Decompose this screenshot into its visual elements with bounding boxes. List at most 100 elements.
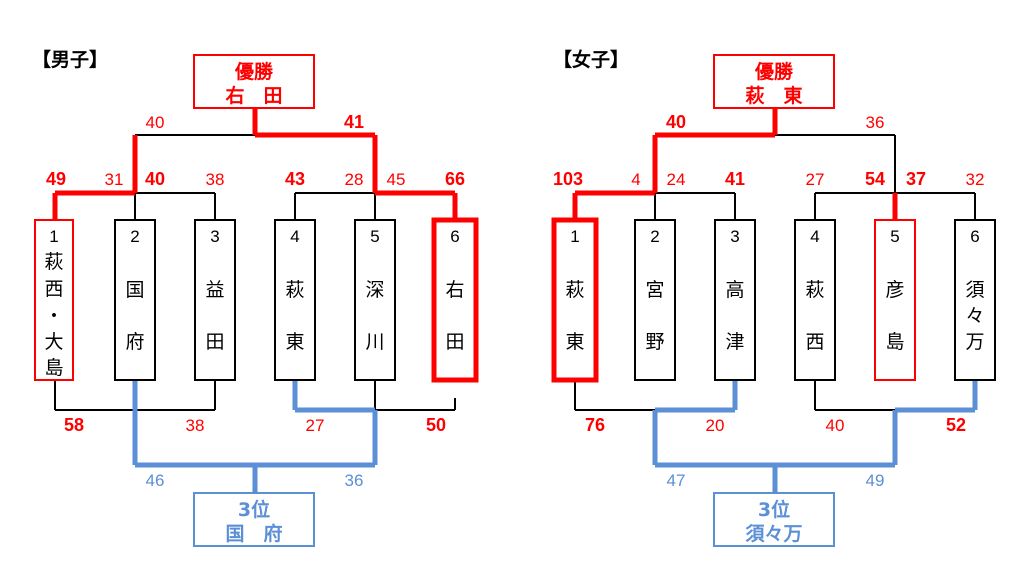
team-name-char: 萩 xyxy=(285,279,304,301)
team-name-char: 府 xyxy=(125,331,144,353)
team-name-char: 東 xyxy=(285,331,304,353)
team-name-char: 右 xyxy=(445,279,464,301)
score: 58 xyxy=(64,415,84,435)
boys-bracket: 【男子】 xyxy=(32,48,479,547)
team-seed: 5 xyxy=(890,227,899,246)
score: 38 xyxy=(206,170,225,189)
girls-bracket: 【女子】 xyxy=(551,48,996,547)
score: 43 xyxy=(285,169,305,189)
team-seed: 2 xyxy=(130,227,139,246)
girls-scores: 103 4 24 41 27 54 37 32 40 36 76 20 40 5… xyxy=(553,112,984,490)
score: 28 xyxy=(345,170,364,189)
score: 76 xyxy=(585,415,605,435)
girls-third-label: 3位 xyxy=(758,498,790,521)
girls-team-6: 6 須 々 万 xyxy=(954,219,996,381)
team-name-char: 萩 xyxy=(44,251,63,273)
score: 27 xyxy=(806,170,825,189)
team-name-char: 益 xyxy=(205,279,224,301)
girls-title: 【女子】 xyxy=(553,48,629,71)
team-name-char: 高 xyxy=(725,279,744,301)
team-seed: 6 xyxy=(450,227,459,246)
girls-champion-box: 優勝 萩 東 xyxy=(713,54,835,109)
score: 20 xyxy=(706,416,725,435)
team-seed: 3 xyxy=(730,227,739,246)
score: 38 xyxy=(186,416,205,435)
team-name-char: 大 xyxy=(44,331,63,353)
team-name-char: 西 xyxy=(805,331,824,353)
boys-winner-path xyxy=(52,108,458,220)
team-name-char: 宮 xyxy=(645,279,664,301)
boys-third-path xyxy=(132,380,378,493)
girls-winner-path xyxy=(572,108,898,220)
score: 50 xyxy=(426,415,446,435)
score: 40 xyxy=(826,416,845,435)
boys-team-3: 3 益 田 xyxy=(194,219,236,381)
score: 45 xyxy=(387,170,406,189)
team-seed: 2 xyxy=(650,227,659,246)
boys-third-name: 国 府 xyxy=(225,522,282,545)
score: 32 xyxy=(966,170,985,189)
team-seed: 4 xyxy=(290,227,299,246)
girls-champion-name: 萩 東 xyxy=(745,84,802,107)
team-name-char: 津 xyxy=(725,331,744,353)
score: 31 xyxy=(105,170,124,189)
team-seed: 1 xyxy=(49,227,58,246)
score: 46 xyxy=(146,471,165,490)
team-name-char: 島 xyxy=(885,331,904,353)
score: 41 xyxy=(725,169,745,189)
boys-champion-label: 優勝 xyxy=(234,60,274,83)
score: 40 xyxy=(146,113,165,132)
score: 66 xyxy=(445,169,465,189)
team-name-char: 東 xyxy=(565,331,584,353)
team-seed: 5 xyxy=(370,227,379,246)
score: 37 xyxy=(906,169,926,189)
score: 103 xyxy=(553,169,583,189)
score: 24 xyxy=(667,170,686,189)
girls-team-4: 4 萩 西 xyxy=(794,219,836,381)
team-name-char: 西 xyxy=(44,278,63,300)
score: 47 xyxy=(667,471,686,490)
team-name-char: 田 xyxy=(205,331,224,353)
score: 36 xyxy=(866,113,885,132)
boys-team-2: 2 国 府 xyxy=(114,219,156,381)
girls-champion-label: 優勝 xyxy=(754,60,794,83)
team-name-char: 万 xyxy=(965,331,984,353)
team-name-char: 萩 xyxy=(805,279,824,301)
boys-third-box: 3位 国 府 xyxy=(193,492,315,547)
boys-team-5: 5 深 川 xyxy=(354,219,396,381)
team-seed: 6 xyxy=(970,227,979,246)
score: 4 xyxy=(631,170,640,189)
team-name-char: 川 xyxy=(365,331,384,353)
boys-third-label: 3位 xyxy=(238,498,270,521)
score: 49 xyxy=(866,471,885,490)
girls-third-path xyxy=(652,380,978,493)
team-name-char: 野 xyxy=(645,331,664,353)
boys-team-4: 4 萩 東 xyxy=(274,219,316,381)
girls-third-name: 須々万 xyxy=(745,523,802,545)
team-name-char: 深 xyxy=(365,279,384,301)
girls-team-1: 1 萩 東 xyxy=(551,217,599,383)
boys-title: 【男子】 xyxy=(32,48,108,71)
score: 40 xyxy=(145,169,165,189)
girls-third-box: 3位 須々万 xyxy=(713,492,835,547)
team-name-char: 田 xyxy=(445,331,464,353)
girls-team-3: 3 高 津 xyxy=(714,219,756,381)
team-name-char: 彦 xyxy=(885,279,904,301)
score: 27 xyxy=(306,416,325,435)
team-name-char: 々 xyxy=(965,305,984,327)
team-name-char: ・ xyxy=(44,305,63,327)
score: 49 xyxy=(46,169,66,189)
team-seed: 1 xyxy=(570,227,579,246)
score: 40 xyxy=(666,112,686,132)
boys-champion-box: 優勝 右 田 xyxy=(193,54,315,109)
girls-team-2: 2 宮 野 xyxy=(634,219,676,381)
boys-team-6: 6 右 田 xyxy=(431,217,479,383)
team-seed: 3 xyxy=(210,227,219,246)
boys-bracket-lines xyxy=(54,134,456,411)
boys-scores: 49 31 40 38 43 28 45 66 40 4 1 58 38 27 5… xyxy=(46,112,465,490)
team-name-char: 国 xyxy=(125,279,144,301)
boys-champion-name: 右 田 xyxy=(224,84,282,107)
girls-team-5: 5 彦 島 xyxy=(874,219,916,381)
score: 54 xyxy=(865,169,885,189)
